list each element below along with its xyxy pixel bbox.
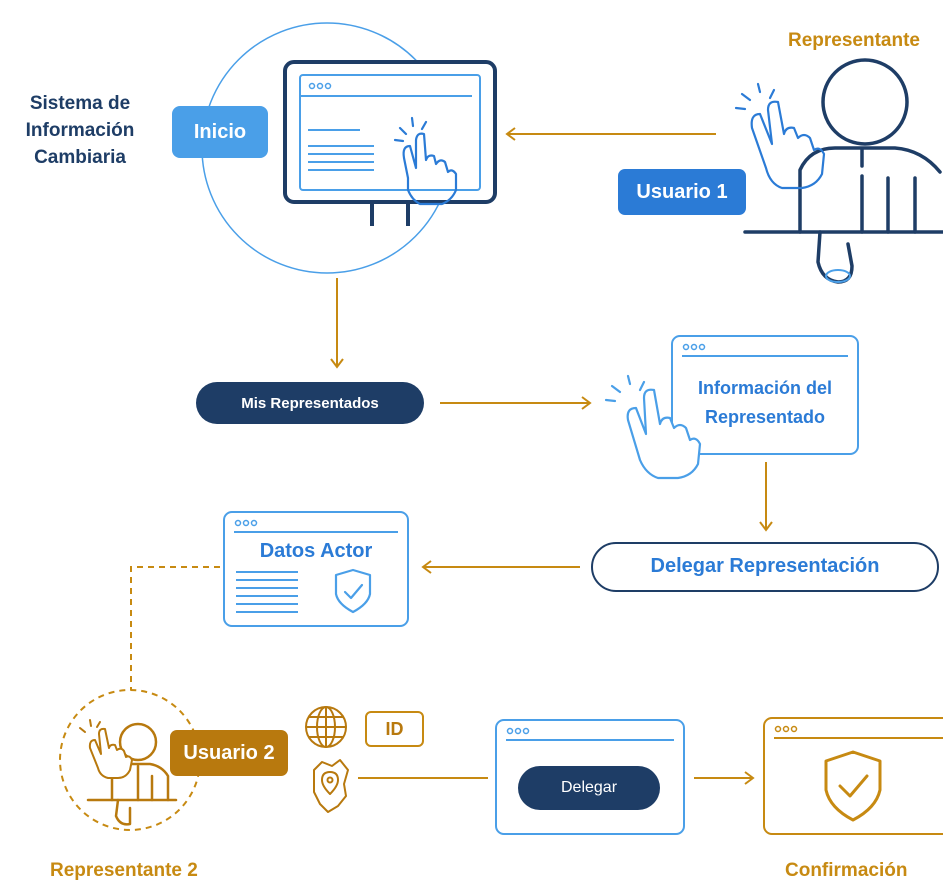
informacion-line: Información del [697,378,832,398]
globe-icon [305,706,347,748]
datos-actor-window-frame [223,511,409,627]
usuario2-badge: Usuario 2 [170,730,288,776]
system-title: Sistema de Información Cambiaria [0,90,160,171]
system-title-line: Sistema de [29,93,131,114]
inicio-button[interactable]: Inicio [172,106,268,158]
representante2-title: Representante 2 [50,860,198,881]
delegar-representacion-outline [591,542,939,592]
delegar-button[interactable]: Delegar [518,766,660,810]
confirmacion-window-frame [763,717,943,835]
monitor-icon [283,60,497,226]
id-badge-frame [365,711,424,747]
mis-representados-button[interactable]: Mis Representados [196,382,424,424]
id-badge: ID [385,718,404,739]
informacion-representado-label: Información del Representado [672,374,858,432]
delegar-representacion-label[interactable]: Delegar Representación [650,555,880,577]
person-icon [743,58,943,284]
hand-pointer-icon [79,719,133,779]
dashed-connector [130,566,220,690]
usuario1-badge: Usuario 1 [618,169,746,215]
datos-actor-title: Datos Actor [259,540,373,562]
system-title-line: Información [25,120,135,141]
shield-check-icon [824,750,882,822]
hand-pointer-icon [604,374,702,480]
hand-pointer-icon [393,116,458,206]
shield-check-icon [334,568,372,614]
informacion-window-frame [671,335,859,455]
map-pin-icon [313,759,349,813]
system-title-line: Cambiaria [34,147,126,168]
hand-pointer-icon [734,82,826,190]
representante-title: Representante [788,30,920,51]
informacion-line: Representado [704,407,826,427]
confirmacion-title: Confirmación [785,860,908,881]
